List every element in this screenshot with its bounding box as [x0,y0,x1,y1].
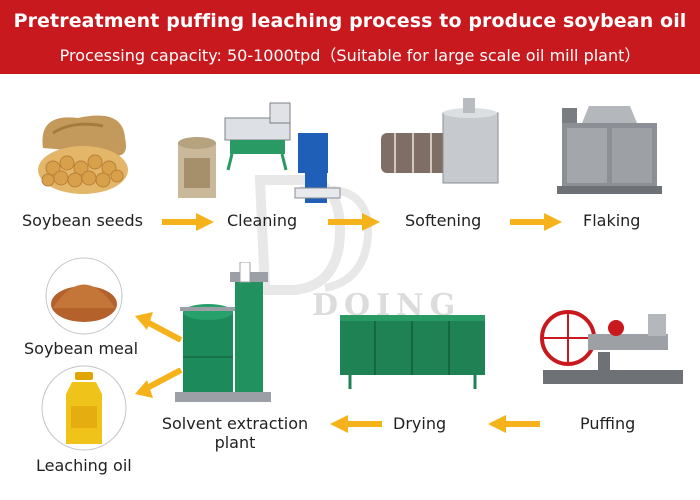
step-label-leaching-oil: Leaching oil [36,456,132,475]
step-label-soybean-meal: Soybean meal [24,339,139,358]
step-label-flaking: Flaking [583,211,641,230]
title-banner [0,0,700,74]
cleaning-machine-icon [178,102,341,203]
softening-drum-icon [381,98,499,184]
puffing-machine-icon [540,310,683,384]
arrow-right-icon [328,213,380,231]
step-label-drying: Drying [393,414,447,433]
step-label-solvent-extraction: Solvent extraction plant [150,414,320,452]
soybean-seeds-icon [38,115,128,194]
oil-bottle-icon [41,365,127,451]
step-label-puffing: Puffing [580,414,636,433]
dryer-icon [340,315,485,389]
arrow-left-icon [330,415,382,433]
page-title: Pretreatment puffing leaching process to… [13,10,687,32]
arrow-to-oil-icon [135,368,183,398]
extractor-icon [175,262,271,402]
arrow-right-icon [510,213,562,231]
arrow-left-icon [488,415,540,433]
arrow-right-icon [162,213,214,231]
soybean-meal-icon [45,257,123,335]
page-subtitle: Processing capacity: 50-1000tpd（Suitable… [59,46,641,65]
step-label-cleaning: Cleaning [227,211,298,230]
label-line-2: plant [214,433,256,452]
arrow-to-meal-icon [135,312,183,342]
label-line-1: Solvent extraction [161,414,309,433]
step-label-softening: Softening [405,211,482,230]
step-label-soybean-seeds: Soybean seeds [22,211,143,230]
flaking-mill-icon [557,106,662,194]
